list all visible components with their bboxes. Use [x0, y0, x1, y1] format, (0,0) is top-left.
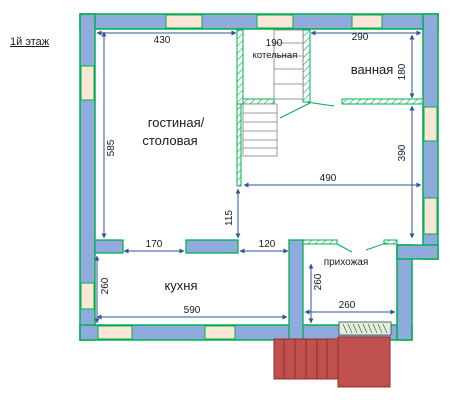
dimension-lines: [94, 30, 422, 324]
partitions: [236, 29, 424, 245]
dim-bathroom-height: 180: [397, 63, 408, 80]
dim-kitchen-right-opening: 120: [259, 239, 276, 250]
dim-top-left: 430: [154, 35, 171, 46]
partition-stair-left: [236, 103, 242, 187]
dim-kitchen-height: 260: [100, 277, 111, 294]
window-right-2: [423, 197, 438, 235]
partition-bathroom: [341, 98, 424, 105]
door-lines: [279, 101, 387, 253]
dim-opening-height: 115: [224, 210, 235, 226]
partition-hallway-right: [383, 239, 398, 245]
wall-kitchen-mid: [185, 239, 239, 254]
window-left-1: [80, 65, 95, 101]
partition-boiler-right: [302, 29, 311, 103]
window-right-1: [423, 106, 438, 142]
room-boiler: котельная: [253, 50, 298, 61]
window-bottom-2: [204, 325, 236, 340]
hallway-door-2: [336, 243, 353, 253]
window-top-3: [351, 14, 383, 29]
dimension-labels: 430 290 180 585 390 490 115 170 120 260 …: [100, 32, 408, 316]
partition-boiler-left: [236, 29, 244, 105]
boiler-door: [279, 102, 311, 119]
dim-hallway-width: 260: [339, 300, 356, 311]
dim-top-right: 290: [352, 32, 369, 43]
dim-kitchen-width: 590: [184, 305, 201, 316]
bathroom-door: [305, 101, 335, 107]
wall-corner-step: [396, 244, 439, 260]
dim-hall-width: 490: [320, 173, 337, 184]
wall-kitchen-left: [94, 239, 124, 254]
room-bathroom: ванная: [351, 62, 394, 77]
room-living-line2: столовая: [142, 133, 197, 148]
staircase: [242, 29, 304, 157]
dim-hallway-height: 260: [313, 273, 324, 290]
window-bottom-1: [97, 325, 133, 340]
room-living-line1: гостиная/: [148, 115, 205, 130]
window-left-2: [80, 282, 95, 310]
window-top-1: [165, 14, 203, 29]
dim-living-height: 585: [106, 139, 117, 156]
floor-label: 1й этаж: [10, 36, 50, 48]
windows: [80, 14, 438, 340]
partition-boiler-bottom: [242, 98, 275, 105]
wall-hallway-left: [288, 239, 304, 341]
dim-kitchen-left-opening: 170: [146, 239, 163, 250]
hallway-door: [365, 242, 387, 251]
entrance-grate: [338, 321, 392, 336]
porch: [273, 336, 391, 388]
interior-walls: [94, 239, 304, 341]
dim-right-height: 390: [397, 144, 408, 161]
room-hallway: прихожая: [324, 257, 369, 268]
room-boiler-dim: 190: [266, 38, 283, 49]
partition-hallway: [302, 239, 338, 245]
room-labels: гостиная/ столовая 190 котельная ванная …: [142, 38, 393, 293]
window-top-2: [256, 14, 294, 29]
room-kitchen: кухня: [164, 278, 197, 293]
